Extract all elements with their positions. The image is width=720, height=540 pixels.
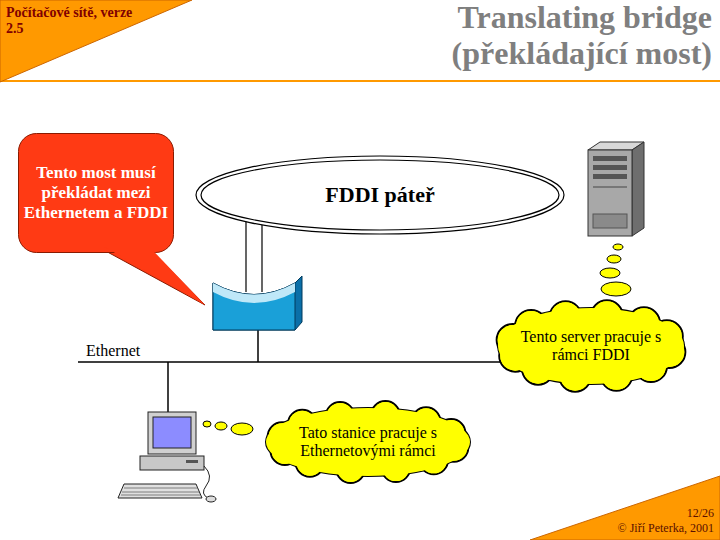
node-text: FDDI páteř xyxy=(325,182,434,208)
node-text: Tato stanice pracuje s Ethernetovými rám… xyxy=(274,424,462,460)
footer-corner: 12/26© Jiří Peterka, 2001 xyxy=(530,476,720,540)
thought-bubbles xyxy=(600,244,631,296)
link-line xyxy=(167,362,169,414)
callout-box: Tento most musí překládat mezi Ethernete… xyxy=(18,133,174,253)
link-line xyxy=(257,328,259,362)
thought-cloud: Tento server pracuje s rámci FDDI xyxy=(486,298,696,394)
link-line xyxy=(261,218,262,292)
fddi-ring: FDDI páteř xyxy=(195,155,565,235)
ethernet-bus xyxy=(78,361,500,363)
thought-bubbles xyxy=(203,421,253,435)
header-corner: Počítačové sítě, verze 2.5 xyxy=(0,0,192,82)
server-icon xyxy=(588,142,644,236)
slide-title: Translating bridge (překládající most) xyxy=(372,0,712,72)
network-label: Ethernet xyxy=(86,342,140,360)
header-rule xyxy=(0,80,720,82)
node-text: © Jiří Peterka, 2001 xyxy=(618,521,714,536)
pc-icon xyxy=(118,412,216,502)
bridge-icon xyxy=(213,276,302,330)
node-text: Tento server pracuje s rámci FDDI xyxy=(505,328,677,364)
link-line xyxy=(245,218,246,292)
node-text: 12/26 xyxy=(687,506,714,521)
node-text: Počítačové sítě, verze 2.5 xyxy=(6,5,138,37)
thought-cloud: Tato stanice pracuje s Ethernetovými rám… xyxy=(254,398,482,486)
node-text: Tento most musí překládat mezi Ethernete… xyxy=(22,163,170,223)
